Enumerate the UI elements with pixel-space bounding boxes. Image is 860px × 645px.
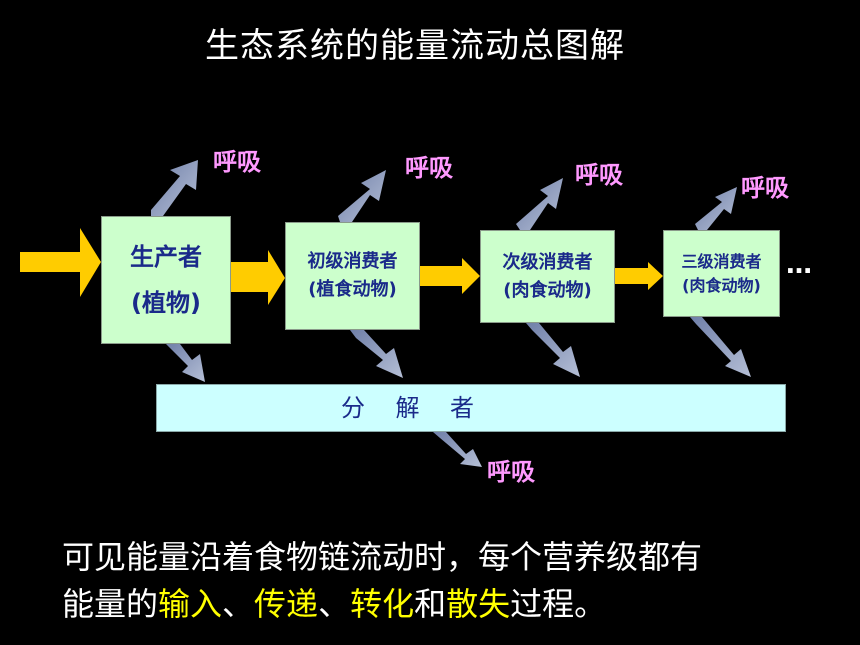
respiration-label-secondary: 呼吸 <box>575 161 623 189</box>
respiration-label-decomposer: 呼吸 <box>487 458 535 486</box>
highlight-transfer: 传递 <box>254 585 319 623</box>
respiration-arrow-secondary <box>516 178 563 230</box>
secondary-consumer-node: 次级消费者 (肉食动物) <box>480 230 615 323</box>
decompose-arrow-producer <box>166 344 205 382</box>
summary-and: 和 <box>414 585 447 623</box>
secondary-consumer-label: 次级消费者 <box>502 251 593 273</box>
energy-input-arrow <box>20 228 101 300</box>
decompose-arrow-tertiary <box>690 317 751 377</box>
highlight-transform: 转化 <box>350 585 415 623</box>
respiration-arrow-producer <box>151 160 198 216</box>
flow-arrow-primary-secondary <box>420 258 480 294</box>
flow-arrow-secondary-tertiary <box>615 262 663 290</box>
summary-line-1: 可见能量沿着食物链流动时，每个营养级都有 <box>62 534 842 581</box>
highlight-dissipate: 散失 <box>446 585 511 623</box>
producer-sublabel: (植物) <box>131 289 201 317</box>
primary-consumer-sublabel: (植食动物) <box>308 279 397 300</box>
respiration-label-producer: 呼吸 <box>213 148 261 176</box>
producer-label: 生产者 <box>130 243 202 271</box>
primary-consumer-node: 初级消费者 (植食动物) <box>285 222 420 330</box>
primary-consumer-label: 初级消费者 <box>307 251 398 272</box>
respiration-label-primary: 呼吸 <box>405 154 453 182</box>
tertiary-consumer-node: 三级消费者 (肉食动物) <box>663 230 780 317</box>
producer-node: 生产者 (植物) <box>101 216 231 344</box>
summary-part3: 过程。 <box>510 585 607 623</box>
tertiary-consumer-label: 三级消费者 <box>681 251 762 271</box>
decompose-arrow-primary <box>350 330 403 378</box>
flow-arrow-producer-primary <box>231 250 285 305</box>
summary-text: 可见能量沿着食物链流动时，每个营养级都有 能量的输入、传递、转化和散失过程。 <box>62 534 842 628</box>
continuation-ellipsis: … <box>786 250 813 280</box>
summary-sep2: 、 <box>318 585 351 623</box>
highlight-input: 输入 <box>158 585 223 623</box>
summary-sep1: 、 <box>222 585 255 623</box>
decompose-arrow-secondary <box>526 323 580 377</box>
summary-line-2: 能量的输入、传递、转化和散失过程。 <box>62 581 842 628</box>
diagram-title: 生态系统的能量流动总图解 <box>205 26 625 66</box>
decomposer-node: 分 解 者 <box>156 384 786 432</box>
respiration-arrow-primary <box>338 170 386 222</box>
respiration-arrow-tertiary <box>695 187 737 230</box>
respiration-arrow-decomposer <box>433 432 482 467</box>
summary-part2: 能量的 <box>62 585 159 623</box>
tertiary-consumer-sublabel: (肉食动物) <box>682 275 761 295</box>
summary-part1: 可见能量沿着食物链流动时，每个营养级都有 <box>62 538 703 576</box>
respiration-label-tertiary: 呼吸 <box>741 174 789 202</box>
secondary-consumer-sublabel: (肉食动物) <box>503 279 592 301</box>
